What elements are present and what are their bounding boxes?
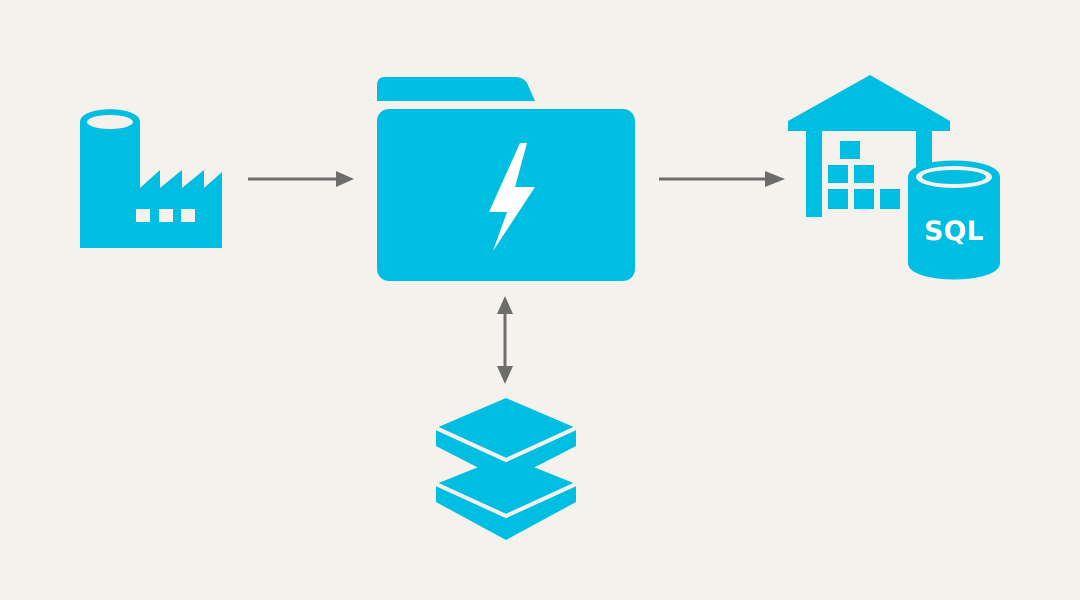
warehouse-node: SQL — [788, 75, 1003, 285]
factory-node — [80, 108, 222, 248]
folder-node — [377, 77, 635, 281]
arrow-pipeline-to-destination — [657, 170, 787, 188]
arrow-source-to-pipeline — [246, 170, 356, 188]
folder-lightning-icon — [377, 77, 635, 281]
stacked-layers-icon — [436, 398, 576, 540]
sql-label: SQL — [924, 216, 984, 247]
layers-node — [436, 398, 576, 540]
factory-icon — [80, 109, 222, 248]
warehouse-sql-icon: SQL — [788, 75, 1000, 280]
arrow-pipeline-storage-bidirectional — [494, 296, 516, 384]
